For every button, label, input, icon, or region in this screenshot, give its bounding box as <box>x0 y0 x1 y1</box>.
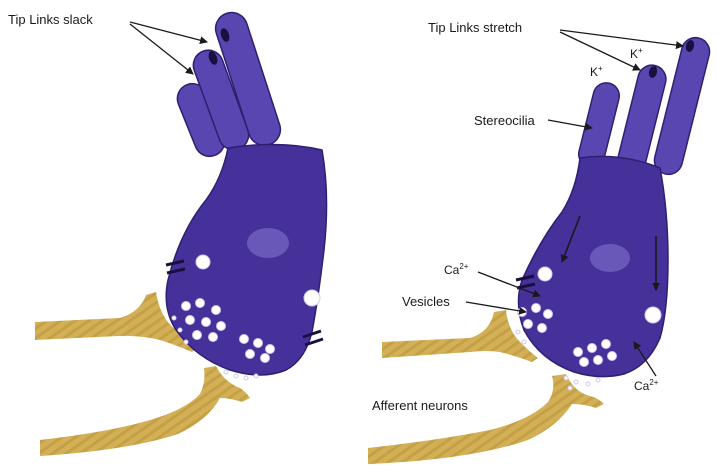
right-nucleus <box>590 244 630 272</box>
ca-ion-label-right: Ca2+ <box>634 378 659 393</box>
stretch-arrow-upper <box>560 30 683 46</box>
tip-links-slack-label: Tip Links slack <box>8 12 93 27</box>
k-ion-label-top: K+ <box>630 46 643 61</box>
left-panel-resting: Tip Links slack <box>8 8 327 456</box>
right-afferent-neuron-upper <box>382 310 538 362</box>
tip-links-stretch-label: Tip Links stretch <box>428 20 522 35</box>
right-stereocilium-tall <box>651 35 712 178</box>
k-ion-label-left: K+ <box>590 64 603 79</box>
right-panel-deflected: Tip Links stretch K+ K+ Stereocilia Ca2+… <box>368 20 713 464</box>
stereocilia-label: Stereocilia <box>474 113 535 128</box>
left-afferent-neuron-lower <box>40 366 250 456</box>
ca-ion-label-left: Ca2+ <box>444 262 469 277</box>
vesicles-arrow <box>466 302 526 312</box>
left-nucleus <box>247 228 289 258</box>
afferent-neurons-label: Afferent neurons <box>372 398 468 413</box>
slack-arrow-lower <box>130 24 193 74</box>
slack-arrow-upper <box>130 22 207 42</box>
vesicles-label: Vesicles <box>402 294 450 309</box>
